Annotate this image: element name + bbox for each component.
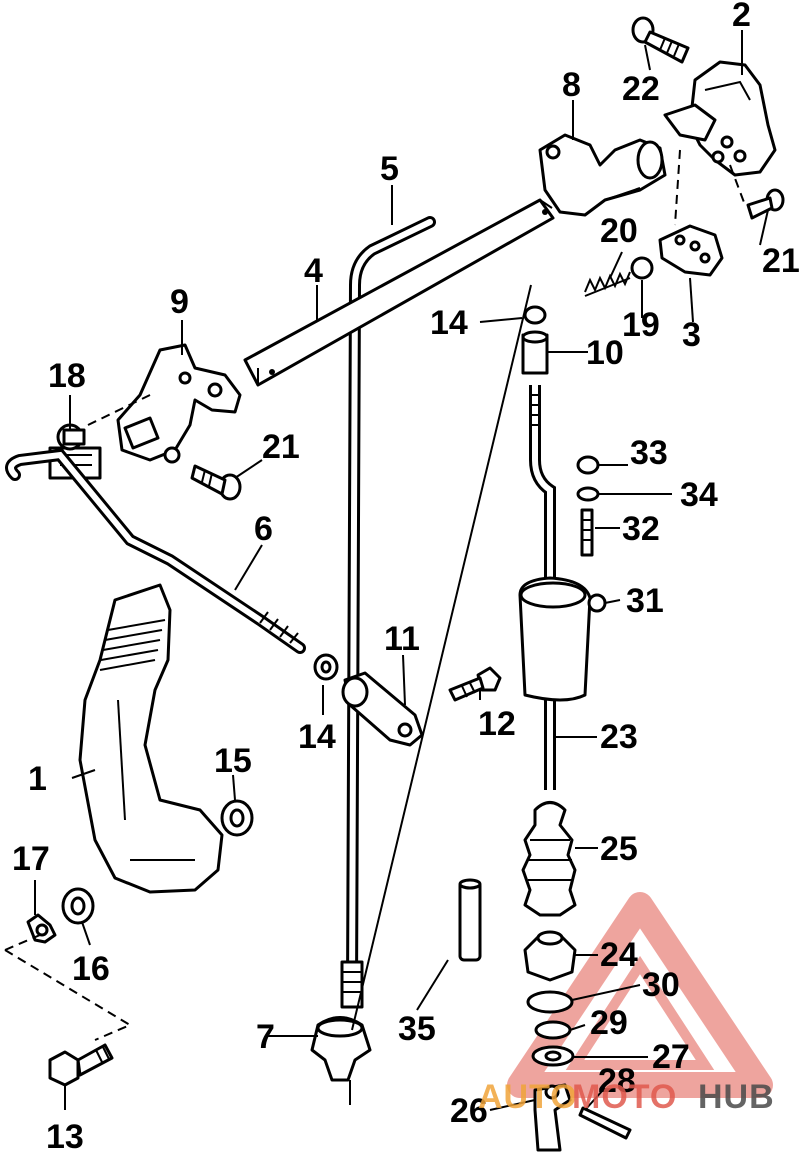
part-7-grommet xyxy=(310,1016,372,1105)
label-21-mid: 21 xyxy=(262,428,300,466)
part-22-bolt xyxy=(631,16,690,64)
label-26: 26 xyxy=(450,1092,488,1130)
assembly-line xyxy=(4,949,133,1041)
label-20: 20 xyxy=(600,212,638,250)
assembly-line xyxy=(87,394,151,426)
label-5: 5 xyxy=(380,150,399,188)
part-21-bolt-right xyxy=(746,188,785,220)
label-24: 24 xyxy=(600,936,638,974)
part-16-washer xyxy=(61,887,95,925)
part-33-nut xyxy=(576,455,600,475)
label-14-left: 14 xyxy=(298,718,336,756)
leader-lines xyxy=(34,30,769,1111)
watermark-auto: AUTO xyxy=(478,1078,578,1116)
label-22: 22 xyxy=(622,70,660,108)
label-13: 13 xyxy=(46,1118,84,1156)
part-13-bolt xyxy=(48,1043,114,1087)
label-35: 35 xyxy=(398,1010,436,1048)
label-16: 16 xyxy=(72,950,110,988)
part-10-coupling xyxy=(521,330,549,375)
part-14-nut-left xyxy=(313,653,339,681)
part-26-bracket xyxy=(533,1083,572,1152)
label-32: 32 xyxy=(622,510,660,548)
label-7: 7 xyxy=(256,1018,275,1056)
part-1-lever xyxy=(78,583,224,894)
part-15-washer xyxy=(220,799,254,837)
part-27-washer xyxy=(531,1045,575,1067)
label-9: 9 xyxy=(170,283,189,321)
label-12: 12 xyxy=(478,705,516,743)
label-3: 3 xyxy=(682,316,701,354)
part-9-arm xyxy=(116,343,242,464)
label-18: 18 xyxy=(48,357,86,395)
label-30: 30 xyxy=(642,966,680,1004)
part-2-bracket xyxy=(663,60,777,177)
part-8-coupler xyxy=(538,133,667,217)
label-14-top: 14 xyxy=(430,304,468,342)
label-31: 31 xyxy=(626,582,664,620)
part-35-tube xyxy=(458,878,482,962)
part-29-ring xyxy=(534,1020,572,1040)
watermark-moto: MOTO xyxy=(572,1078,677,1116)
label-28: 28 xyxy=(598,1062,636,1100)
label-11: 11 xyxy=(384,620,420,658)
part-14-nut-top xyxy=(523,305,547,325)
watermark-logo xyxy=(507,892,773,1098)
label-17: 17 xyxy=(12,840,50,878)
assembly-line xyxy=(4,934,41,951)
part-21-bolt-mid xyxy=(190,464,242,501)
part-32-stud xyxy=(580,508,594,557)
label-34: 34 xyxy=(680,476,718,514)
label-33: 33 xyxy=(630,434,668,472)
part-12-bolt xyxy=(448,666,502,702)
part-20-spring xyxy=(584,271,631,297)
part-28-pin xyxy=(578,1106,632,1140)
label-1: 1 xyxy=(28,760,47,798)
label-29: 29 xyxy=(590,1004,628,1042)
part-4-shaft xyxy=(243,198,555,387)
part-11-link xyxy=(341,671,424,747)
assembly-line xyxy=(674,149,681,226)
part-31-housing xyxy=(518,576,607,702)
label-21-right: 21 xyxy=(762,242,800,280)
label-15: 15 xyxy=(214,742,252,780)
watermark-text: AUTO MOTO HUB xyxy=(478,1078,775,1116)
part-17-nut xyxy=(26,913,57,944)
label-23: 23 xyxy=(600,718,638,756)
label-2: 2 xyxy=(732,0,751,34)
part-6-rod xyxy=(5,448,306,654)
part-23-rod xyxy=(529,385,556,790)
label-10: 10 xyxy=(586,334,624,372)
part-3-plate xyxy=(658,224,724,277)
label-27: 27 xyxy=(652,1038,690,1076)
watermark-hub: HUB xyxy=(698,1078,775,1116)
part-5-rod xyxy=(340,216,436,1009)
label-19: 19 xyxy=(622,306,660,344)
part-30-oring xyxy=(526,990,574,1014)
label-6: 6 xyxy=(254,510,273,548)
label-4: 4 xyxy=(304,252,323,290)
assembly-line xyxy=(729,164,746,206)
part-19-ball xyxy=(630,256,654,280)
part-34-washer xyxy=(576,486,600,502)
assembly-line xyxy=(351,284,532,1031)
part-24-bushing xyxy=(523,930,577,982)
part-18-clip xyxy=(48,423,102,480)
part-25-boot xyxy=(521,801,577,917)
label-8: 8 xyxy=(562,66,581,104)
label-25: 25 xyxy=(600,830,638,868)
